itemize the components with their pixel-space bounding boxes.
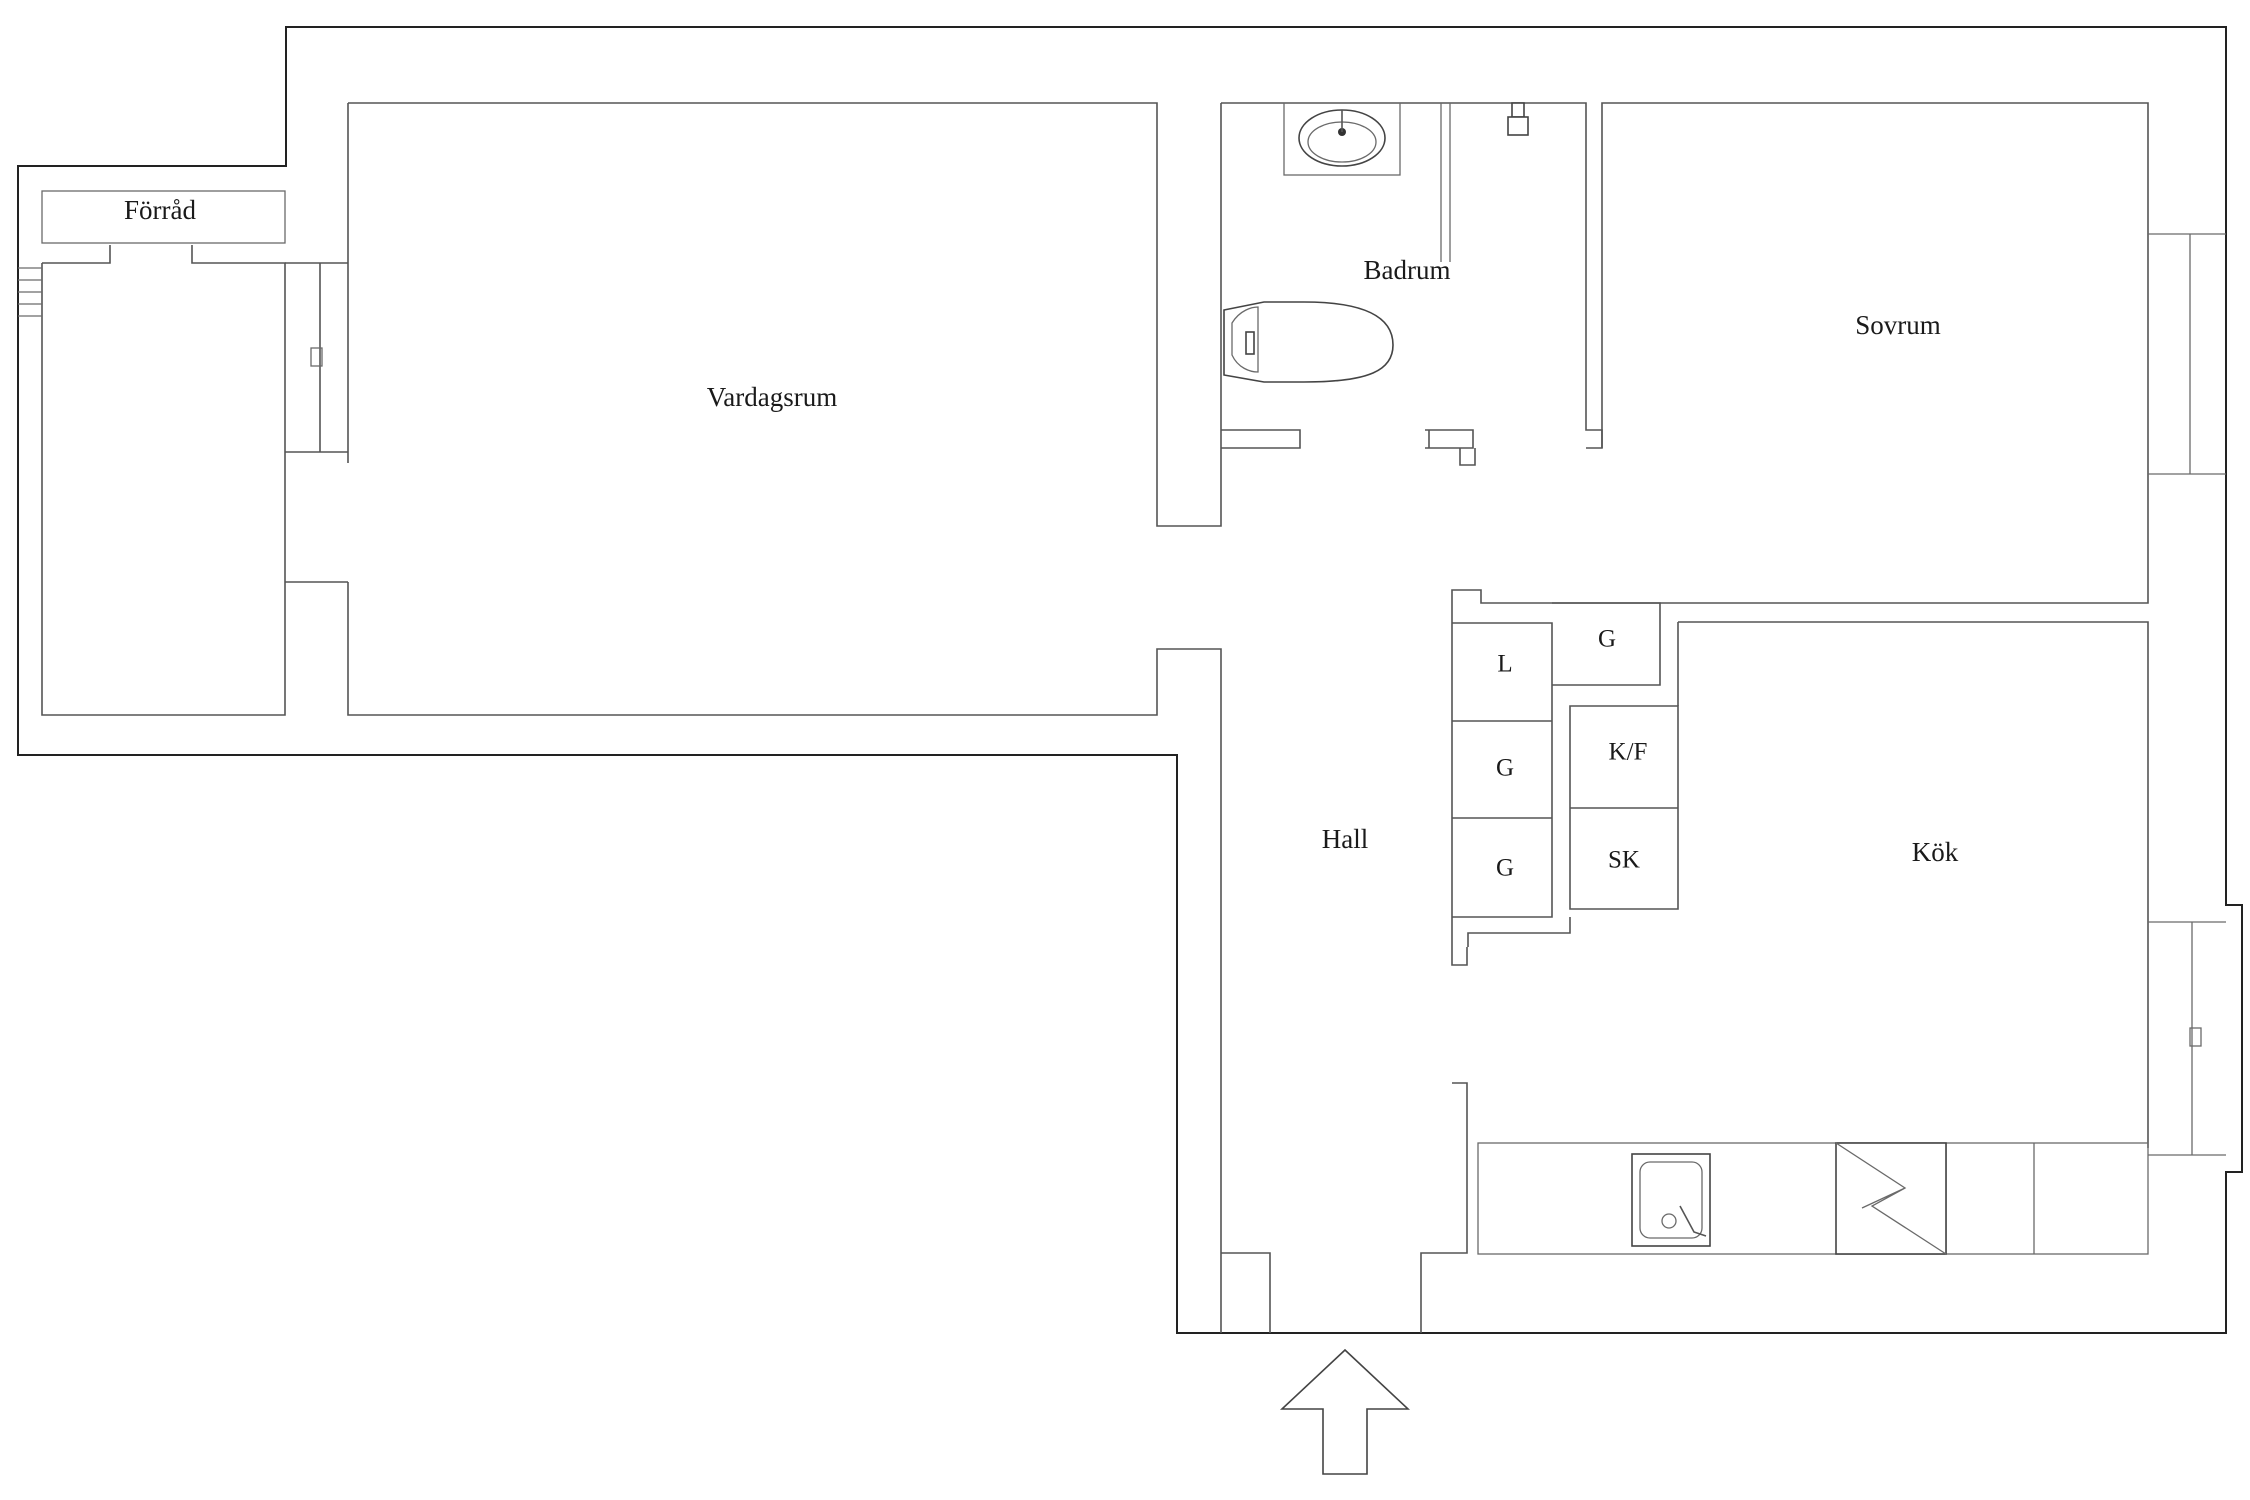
room-label-living-room: Vardagsrum [707,382,837,412]
outer-wall [17,26,2243,1334]
kitchen-window [2148,921,2226,1156]
closet-wardrobe-middle-label: G [1496,755,1514,782]
closet-fridge-freezer-label: K/F [1609,739,1648,766]
sink-cabinet [1283,102,1401,176]
kitchen-counter [1477,1142,2149,1255]
room-label-hall: Hall [1322,824,1369,854]
stove-icon [1835,1142,1947,1255]
closet-walls [1452,602,1679,947]
hall-wall [1221,1082,1468,1333]
bathroom-room: Badrum [1221,102,1603,466]
counter-dividers [1945,1143,2035,1254]
room-label-storage: Förråd [124,195,196,225]
kitchen-wall [1677,621,2149,1148]
storage-vent-icon [18,267,42,317]
bedroom-wall [1451,102,2149,966]
closet-wardrobe-bottom-label: G [1496,855,1514,882]
closet-wardrobe-right-label: G [1598,626,1616,653]
storage-shelf [41,190,286,244]
living-room-wall [347,102,1222,1333]
room-label-kitchen: Kök [1912,837,1959,867]
storage-room [18,190,286,716]
bedroom-room: Sovrum [1451,102,2226,966]
storage-living-doorway [285,262,348,583]
entrance-arrow-icon [1279,1348,1411,1475]
hall-room: Hall [1221,824,1468,1333]
kitchen-sink-icon [1631,1153,1711,1247]
toilet-icon [1223,301,1394,383]
shower-head-icon [1507,102,1529,136]
closet-linen-label: L [1497,651,1512,678]
shower-curtain [1440,103,1451,262]
radiator-icon [2189,1027,2202,1047]
radiator-icon [310,347,323,367]
room-label-bedroom: Sovrum [1855,310,1941,340]
kitchen-room: Kök [1477,837,2226,1255]
storage-wall [41,245,286,716]
room-label-bathroom: Badrum [1364,255,1451,285]
bathroom-wall [1221,102,1603,466]
closets: L G G G K/F SK [1452,602,2149,1148]
bedroom-window [2148,233,2226,475]
closet-cabinet-label: SK [1608,847,1640,874]
